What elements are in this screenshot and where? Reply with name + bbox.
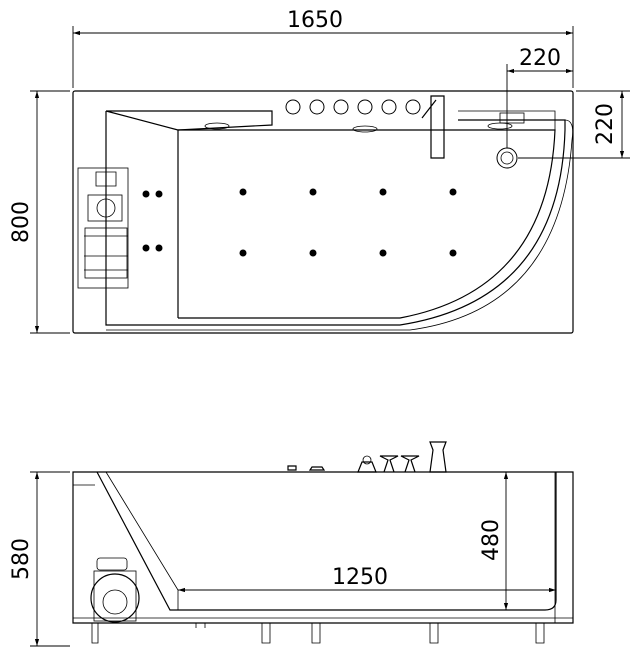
control-knob-3 bbox=[333, 99, 349, 115]
dimension-overall-width: 800 bbox=[9, 90, 70, 334]
dimension-label-220-y: 220 bbox=[593, 103, 618, 145]
dimension-overall-height: 580 bbox=[9, 471, 70, 647]
side-view-rim-line bbox=[73, 472, 556, 623]
overflow-valve-icon bbox=[499, 112, 525, 124]
top-view-pillow-right bbox=[487, 122, 513, 130]
side-view-fixtures bbox=[287, 441, 447, 473]
side-view-feet bbox=[91, 623, 545, 644]
control-knob-6 bbox=[405, 99, 421, 115]
dimension-inner-depth: 480 bbox=[479, 472, 509, 610]
top-view-headrest bbox=[458, 110, 556, 130]
faucet-icon bbox=[421, 95, 445, 159]
dimension-inner-length: 1250 bbox=[178, 565, 556, 593]
top-view: 1650 220 220 800 bbox=[9, 8, 630, 334]
control-knob-5 bbox=[381, 99, 397, 115]
top-view-rim-curve-inner bbox=[106, 119, 574, 331]
side-view-pump-icon bbox=[90, 557, 140, 623]
dimension-label-220-x: 220 bbox=[519, 46, 561, 71]
dimension-drain-offset-x: 220 bbox=[506, 46, 573, 148]
pump-assembly-icon bbox=[77, 167, 129, 289]
top-view-outer-rim bbox=[72, 90, 574, 334]
top-view-back-panel bbox=[105, 110, 273, 131]
control-knob-2 bbox=[309, 99, 325, 115]
top-view-pillow-left bbox=[204, 122, 230, 130]
drain-icon-inner bbox=[500, 151, 514, 165]
top-view-inner-basin bbox=[105, 111, 566, 326]
dimension-label-1650: 1650 bbox=[287, 8, 343, 33]
floor-jets bbox=[239, 188, 457, 257]
side-view-outer-body bbox=[72, 471, 574, 624]
side-view-inner-basin bbox=[96, 471, 557, 611]
side-jets bbox=[142, 190, 163, 252]
dimension-label-580: 580 bbox=[9, 538, 34, 580]
dimension-drain-offset-y: 220 bbox=[518, 90, 630, 159]
dimension-label-800: 800 bbox=[9, 201, 34, 243]
top-view-pillow-mid bbox=[352, 125, 378, 133]
drain-icon bbox=[496, 147, 518, 169]
dimension-label-1250: 1250 bbox=[332, 565, 388, 590]
control-knob-4 bbox=[357, 99, 373, 115]
side-view-backrest bbox=[105, 471, 179, 610]
side-view: 580 480 1250 bbox=[9, 441, 574, 647]
dimension-label-480: 480 bbox=[479, 519, 504, 561]
dimension-overall-length: 1650 bbox=[72, 8, 574, 88]
control-knob-1 bbox=[285, 99, 301, 115]
